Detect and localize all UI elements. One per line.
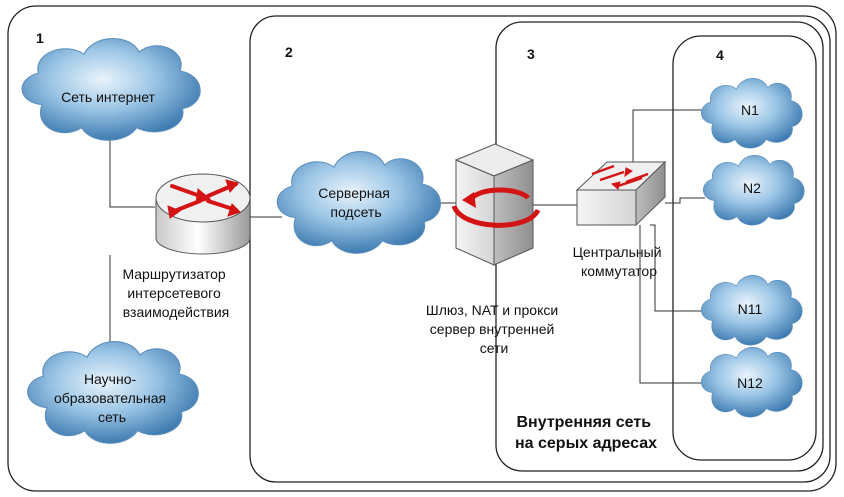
router-icon: [155, 173, 251, 255]
node-cloud-n12: N12: [700, 346, 803, 418]
internet-cloud-label: Сеть интернет: [61, 89, 155, 105]
node-cloud-n1: N1: [700, 77, 803, 149]
node-cloud-n11: N11: [700, 274, 803, 346]
zone-2-frame: [249, 15, 831, 483]
node-n12-label: N12: [737, 375, 763, 391]
connections: [109, 109, 705, 384]
zone-1-frame: [7, 5, 837, 492]
server-subnet-label: Серверная подсеть: [318, 185, 394, 220]
zone-4-frame: [672, 35, 817, 461]
zone-2-number: 2: [285, 44, 293, 60]
internal-network-label: Внутренняя сеть на серых адресах: [515, 414, 657, 452]
internet-cloud: Сеть интернет: [21, 37, 201, 141]
zone-1-number: 1: [36, 30, 44, 46]
science-network-cloud: Научно- образовательная сеть: [27, 340, 199, 444]
router-label: Маршрутизатор интерсетевого взаимодейств…: [122, 266, 229, 320]
zone-4-number: 4: [716, 47, 724, 63]
switch-label: Центральный коммутатор: [573, 244, 666, 279]
science-network-label: Научно- образовательная сеть: [54, 371, 170, 425]
zone-3-number: 3: [527, 46, 535, 62]
node-n1-label: N1: [741, 102, 759, 118]
gateway-label: Шлюз, NAT и прокси сервер внутренней сет…: [426, 302, 562, 356]
node-n11-label: N11: [738, 301, 763, 317]
node-cloud-n2: N2: [702, 154, 805, 226]
node-n2-label: N2: [743, 180, 761, 196]
central-switch-icon: [575, 160, 667, 227]
server-subnet-cloud: Серверная подсеть: [276, 151, 441, 254]
gateway-server-icon: [451, 143, 541, 266]
